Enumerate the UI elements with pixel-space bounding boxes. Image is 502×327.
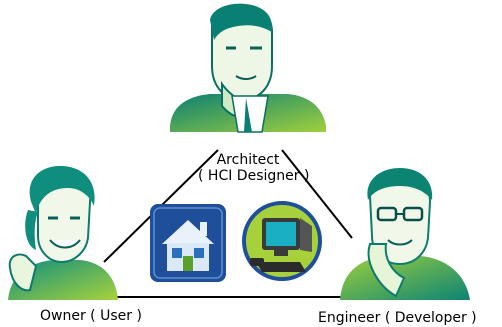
owner-label: Owner ( User ) [40, 308, 142, 324]
architect-figure [170, 3, 326, 133]
engineer-role: ( Developer ) [384, 310, 477, 326]
edge-architect-engineer [281, 149, 353, 239]
owner-figure [8, 166, 118, 300]
owner-name: Owner [40, 308, 91, 324]
architect-label: Architect ( HCI Designer ) [198, 152, 310, 184]
computer-icon [242, 201, 322, 281]
architect-name: Architect [216, 152, 280, 168]
engineer-label: Engineer ( Developer ) [318, 310, 477, 326]
engineer-name: Engineer [318, 310, 385, 326]
architect-role: ( HCI Designer ) [198, 168, 310, 184]
house-icon [150, 204, 226, 282]
owner-role: ( User ) [90, 308, 142, 324]
engineer-figure [340, 168, 470, 300]
